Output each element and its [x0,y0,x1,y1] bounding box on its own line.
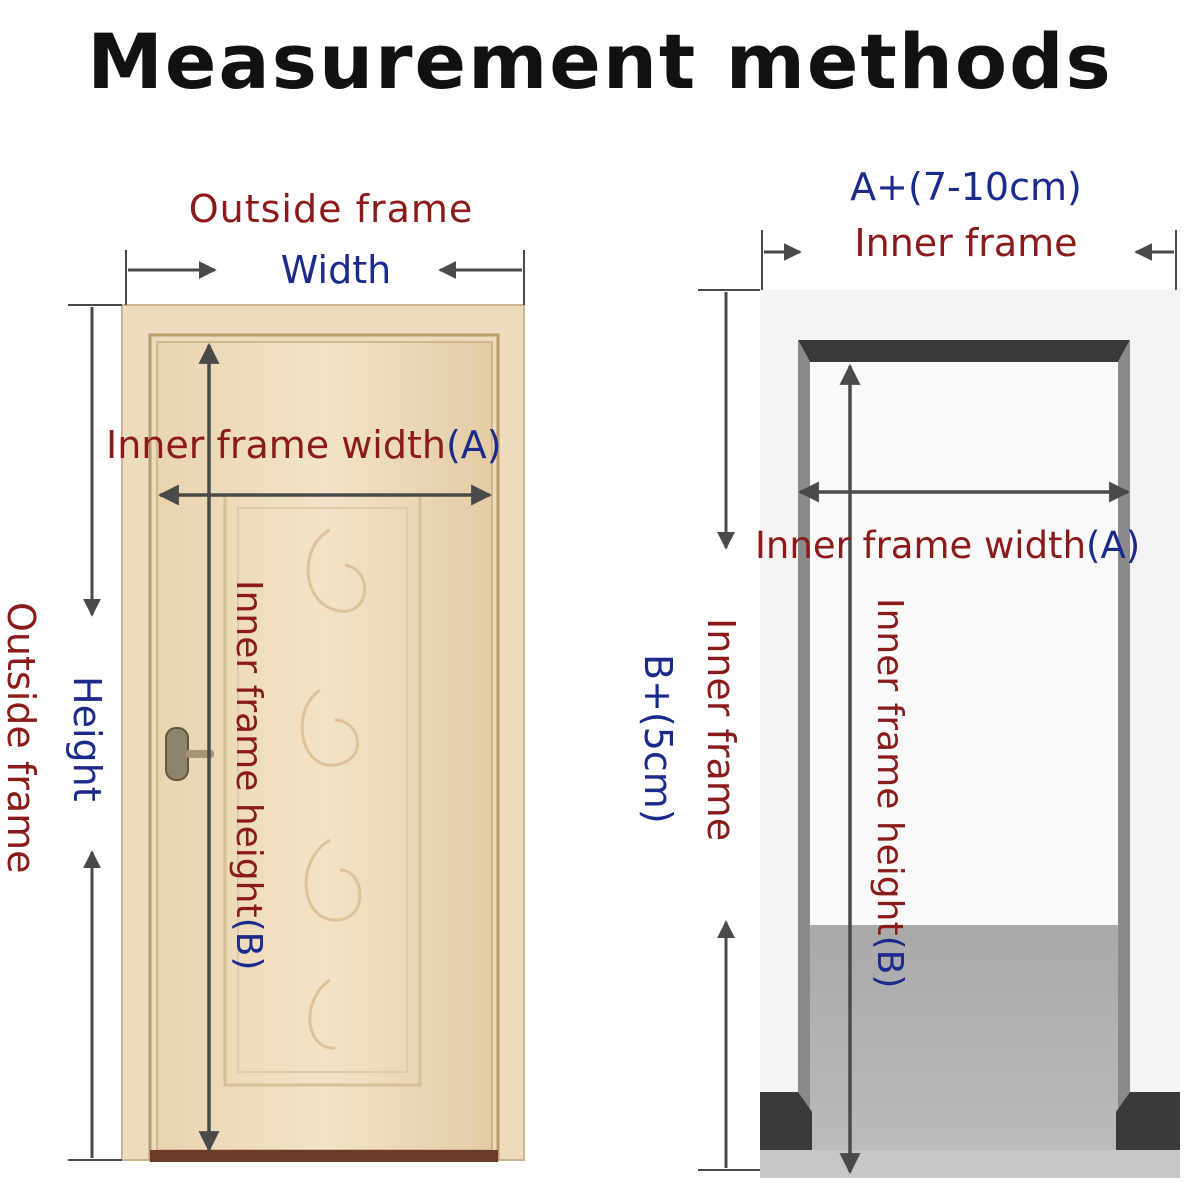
inner-frame-height-label-left: Inner frame height(B) [228,580,269,970]
inner-frame-top-label: Inner frame [854,221,1077,265]
floor-area [808,925,1120,1175]
a-formula-label: A+(7-10cm) [850,165,1082,209]
inner-frame-width-label-left: Inner frame width(A) [106,423,502,467]
b-formula-label: B+(5cm) [636,654,680,824]
page-title: Measurement methods [87,17,1112,106]
frame-top-beam [798,340,1130,362]
width-label: Width [281,248,391,292]
frame-right-post [1118,340,1130,1112]
height-label: Height [65,676,109,802]
outside-frame-height-label: Outside frame [0,602,43,874]
inner-frame-width-label-right: Inner frame width(A) [755,524,1140,567]
door-threshold [150,1150,498,1162]
door-carving [300,528,367,1050]
floor-strip [760,1150,1180,1178]
outside-frame-width-label: Outside frame [189,187,474,231]
frame-left-foot [760,1092,812,1150]
right-frame-diagram [760,290,1180,1178]
door-panel-inner [237,507,408,1073]
left-arrows [68,250,525,1161]
frame-right-foot [1116,1092,1180,1150]
opening-upper [808,360,1120,925]
inner-frame-side-label: Inner frame [699,618,743,841]
inner-frame-height-label-right: Inner frame height(B) [869,598,910,988]
frame-left-post [798,340,810,1112]
right-arrows [698,230,1177,1175]
